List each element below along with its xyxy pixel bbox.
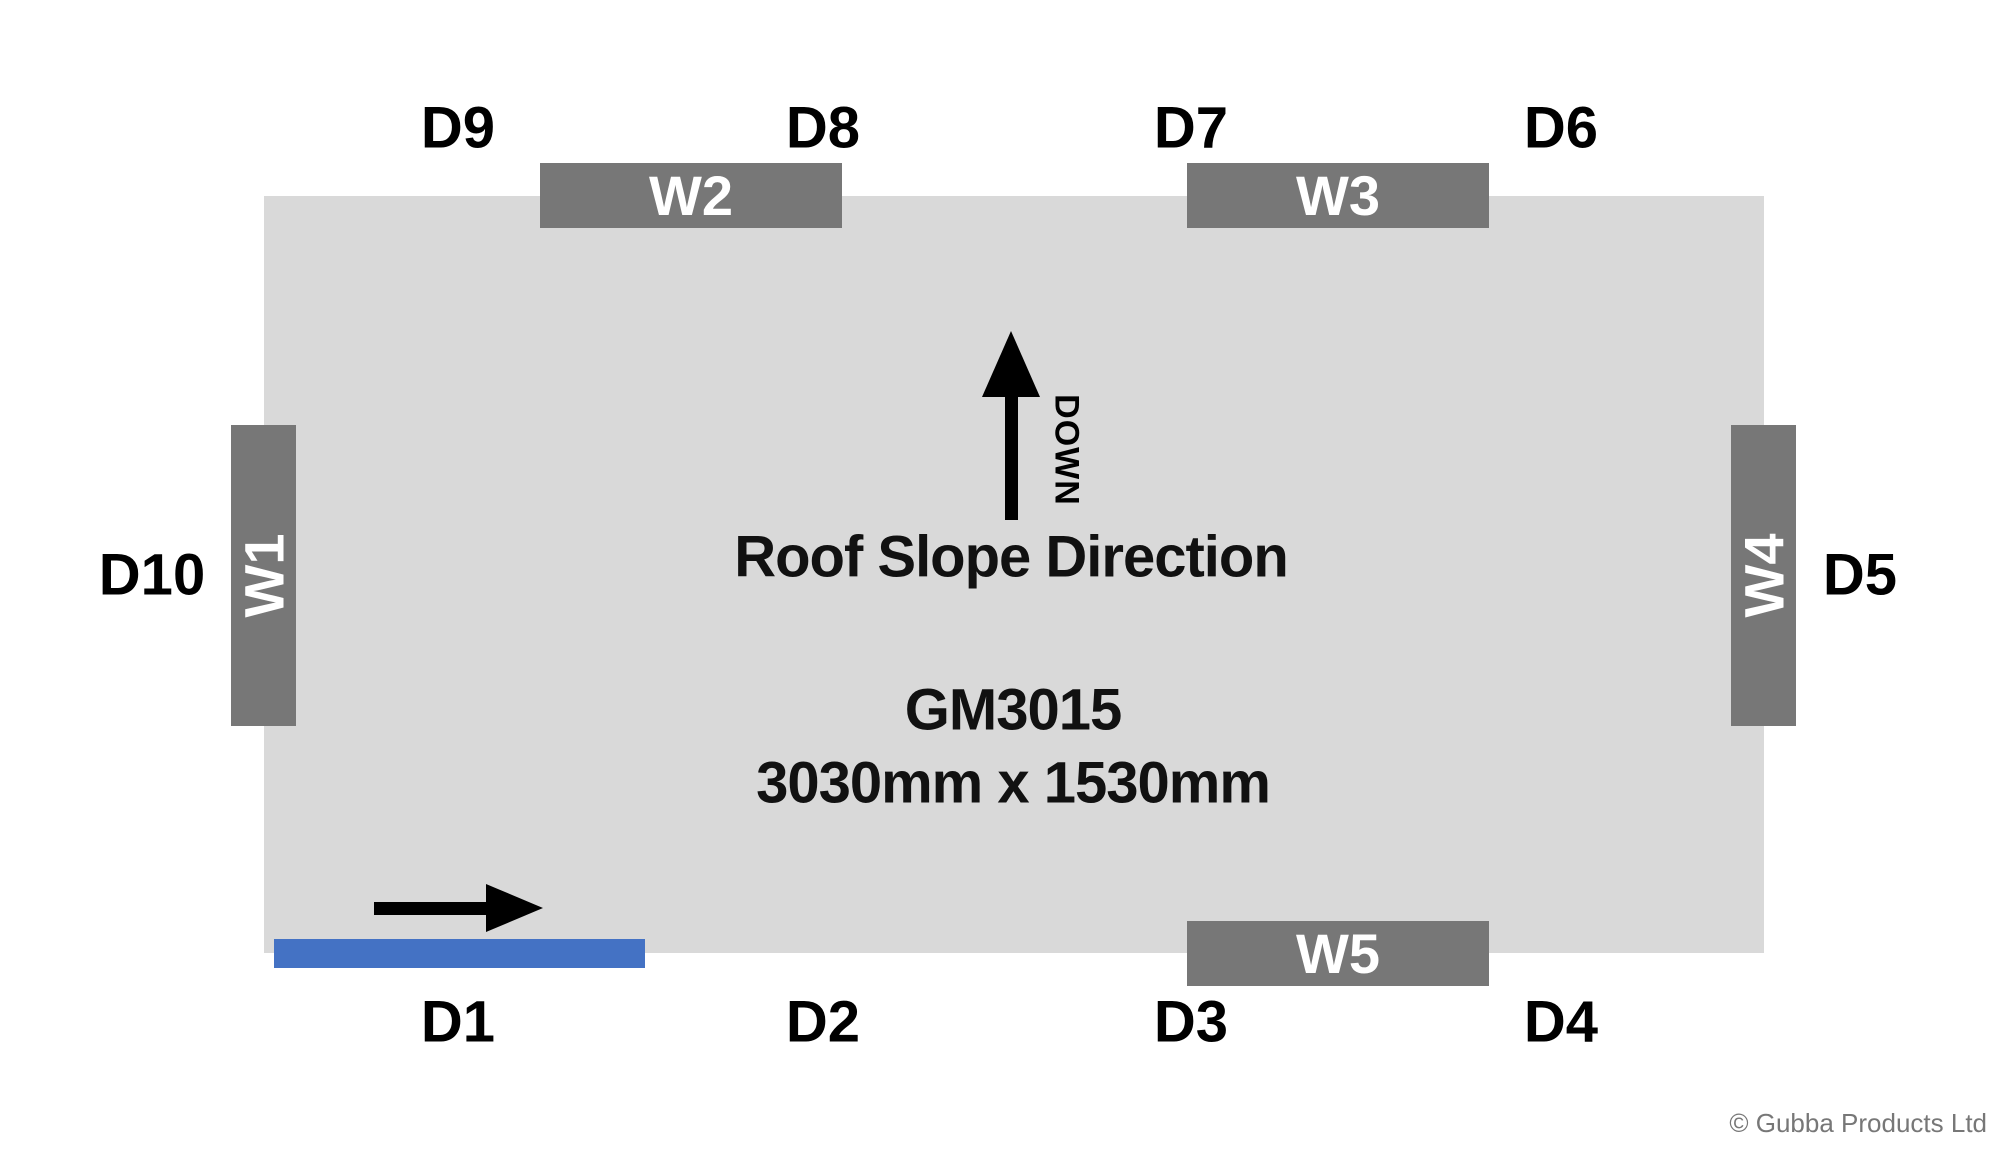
- door-label-d3: D3: [1153, 989, 1229, 1055]
- roof-panel: [264, 196, 1764, 953]
- slope-arrow-icon: [982, 331, 1040, 520]
- product-dimensions: 3030mm x 1530mm: [756, 750, 1271, 816]
- wall-w4: W4: [1731, 425, 1796, 726]
- door-label-d2: D2: [785, 989, 861, 1055]
- door-label-d10: D10: [98, 542, 206, 608]
- wall-label: W5: [1296, 922, 1380, 985]
- wall-w3: W3: [1187, 163, 1489, 228]
- product-model: GM3015: [904, 677, 1122, 743]
- door-label-d5: D5: [1822, 542, 1898, 608]
- wall-label: W2: [649, 164, 733, 227]
- wall-w1: W1: [231, 425, 296, 726]
- door-label-d6: D6: [1523, 95, 1599, 161]
- slope-title: Roof Slope Direction: [734, 524, 1289, 590]
- wall-label: W3: [1296, 164, 1380, 227]
- copyright: © Gubba Products Ltd: [1729, 1108, 1987, 1138]
- door-label-d7: D7: [1153, 95, 1229, 161]
- door-d1-highlight: [274, 939, 645, 968]
- slope-down-label: DOWN: [1047, 394, 1086, 506]
- door-label-d9: D9: [420, 95, 496, 161]
- wall-w2: W2: [540, 163, 842, 228]
- door-label-d8: D8: [785, 95, 861, 161]
- wall-w5: W5: [1187, 921, 1489, 986]
- door-label-d1: D1: [420, 989, 496, 1055]
- door-label-d4: D4: [1523, 989, 1599, 1055]
- door-direction-arrow-icon: [374, 884, 543, 932]
